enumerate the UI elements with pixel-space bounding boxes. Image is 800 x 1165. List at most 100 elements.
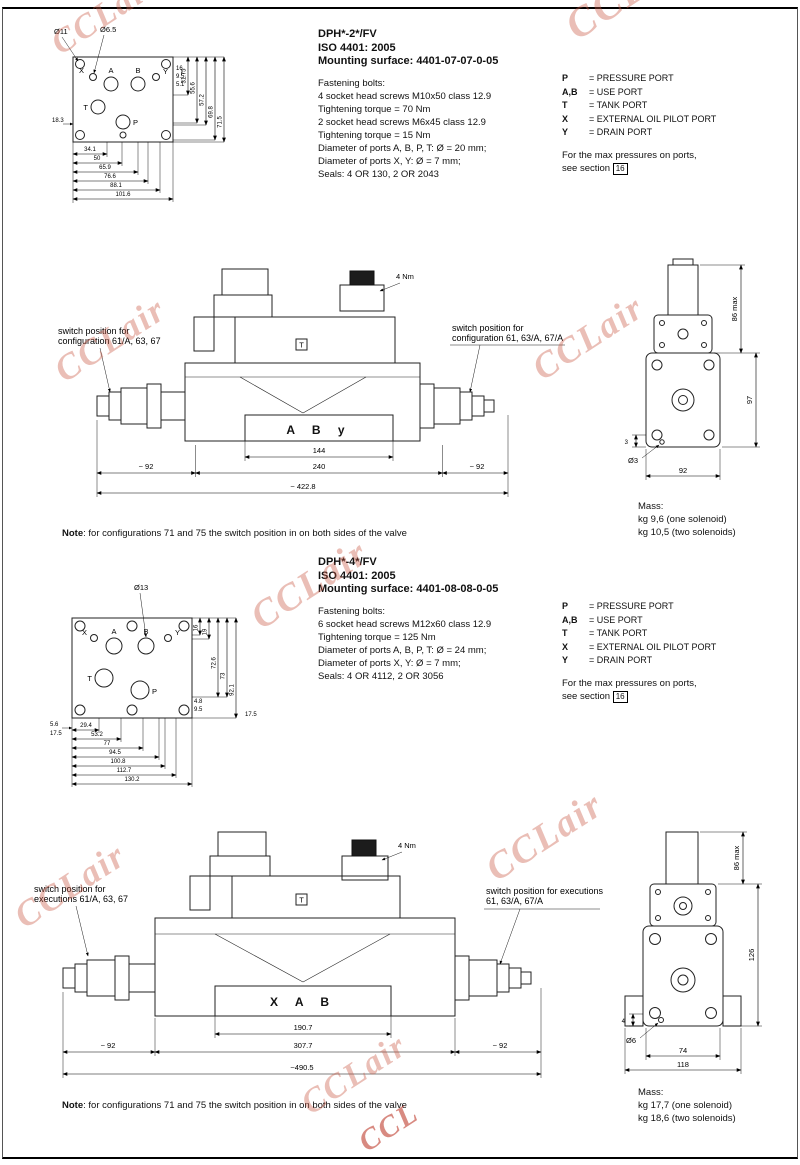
port-key: Y — [562, 655, 569, 665]
legend-row: A,B= USE PORT — [562, 614, 792, 628]
mass-one-solenoid: kg 17,7 (one solenoid) — [638, 1100, 733, 1111]
dim-label: 55.6 — [191, 82, 197, 94]
dim-label: 9.5 — [194, 707, 203, 713]
front-view — [96, 268, 495, 442]
port-key: P — [562, 73, 569, 83]
dim-label: ~ 422.8 — [290, 482, 315, 491]
valve-title: DPH*-2*/FV — [318, 28, 377, 40]
dph4-header: DPH*-4*/FV ISO 4401: 2005 Mounting surfa… — [318, 556, 556, 683]
dim-label: 4 — [622, 1019, 626, 1025]
dim-label: 17.5 — [245, 712, 257, 718]
dim-label: 94.5 — [109, 750, 121, 756]
port-key: T — [562, 100, 568, 110]
spec-line: 4 socket head screws M10x50 class 12.9 — [318, 90, 492, 102]
port-label-b: B — [143, 627, 148, 636]
mass-two-solenoids: kg 18,6 (two solenoids) — [638, 1113, 736, 1124]
legend-row: X= EXTERNAL OIL PILOT PORT — [562, 113, 792, 127]
note-label: Note — [62, 528, 84, 539]
legend-row: X = EXTERNAL OIL PILOT PORT — [562, 641, 792, 655]
mass-info: Mass: kg 17,7 (one solenoid) kg 18,6 (tw… — [638, 1086, 736, 1125]
section-ref-box: 16 — [612, 162, 628, 175]
dim-label: ~490.5 — [290, 1063, 313, 1072]
switch-position-label: switch position for — [58, 326, 130, 336]
page-border — [2, 7, 798, 1159]
spec-line: 2 socket head screws M6x45 class 12.9 — [318, 116, 486, 128]
dim-label: 34.1 — [84, 147, 96, 153]
max-pressure-note: For the max pressures on ports, see sect… — [562, 677, 792, 703]
max-pressure-line1: For the max pressures on ports, — [562, 149, 697, 161]
port-label-y: Y — [175, 628, 180, 637]
dim-label: 307.7 — [294, 1041, 313, 1050]
body-port-marking: A B y — [286, 423, 351, 437]
dim-label: 240 — [313, 462, 326, 471]
torque-label: 4 Nm — [398, 841, 416, 850]
iso-standard: ISO 4401: 2005 — [318, 569, 396, 582]
port-desc: = EXTERNAL OIL PILOT PORT — [589, 641, 717, 652]
spec-line: Fastening bolts: — [318, 605, 386, 617]
dim-label: 65.9 — [99, 165, 111, 171]
port-key: X — [562, 641, 569, 652]
legend-row: P= PRESSURE PORT — [562, 72, 792, 86]
dim-label: 72.6 — [212, 657, 218, 669]
mass-info: Mass: kg 9,6 (one solenoid) kg 10,5 (two… — [638, 500, 736, 539]
side-view — [645, 258, 721, 448]
max-pressure-line2: see section — [562, 162, 611, 174]
dim-label: 92.1 — [230, 684, 236, 696]
dim-label: ~ 92 — [493, 1041, 508, 1050]
dim-label: 126 — [747, 949, 756, 962]
spec-line: Diameter of ports A, B, P, T: Ø = 20 mm; — [318, 142, 487, 154]
plate-outline — [72, 56, 174, 143]
dim-label: 190.7 — [294, 1023, 313, 1032]
side-view-dimensions — [624, 831, 762, 1074]
torque-label: 4 Nm — [396, 272, 414, 281]
port-label-x: X — [82, 628, 87, 637]
dim-label: 92 — [679, 466, 687, 475]
legend-row: T= TANK PORT — [562, 627, 792, 641]
dim-label: 5.1 — [176, 82, 185, 88]
spec-line: Tightening torque = 15 Nm — [318, 129, 431, 141]
front-view — [62, 831, 532, 1017]
port-label-a: A — [108, 66, 113, 75]
dim-label: 4.8 — [194, 699, 203, 705]
legend-row: P= PRESSURE PORT — [562, 600, 792, 614]
front-view-dimensions — [62, 988, 542, 1078]
max-pressure-line1: For the max pressures on ports, — [562, 677, 697, 689]
side-view-dimensions — [632, 264, 760, 480]
legend-row: Y= DRAIN PORT — [562, 654, 792, 668]
dim-label: 17.5 — [50, 731, 62, 737]
t-port-label: T — [299, 896, 304, 905]
switch-position-label: 61, 63/A, 67/A — [486, 896, 543, 906]
legend-row: Y = DRAIN PORT — [562, 126, 792, 140]
note-label: Note — [62, 1100, 84, 1111]
bottom-dimension-chain — [72, 142, 174, 203]
dim-label: 31.75 — [182, 68, 188, 84]
switch-position-label: switch position for executions — [486, 886, 604, 896]
mounting-surface: Mounting surface: 4401-07-07-0-05 — [318, 55, 499, 67]
dim-label: Ø6.5 — [100, 25, 116, 34]
spec-line: Seals: 4 OR 4112, 2 OR 3056 — [318, 670, 444, 682]
dim-label: 16 — [194, 624, 200, 631]
note: Note: for configurations 71 and 75 the s… — [62, 1100, 407, 1111]
spec-line: Fastening bolts: — [318, 77, 386, 89]
port-desc: = DRAIN PORT — [589, 127, 653, 137]
dim-label: 144 — [313, 446, 326, 455]
spec-line: Tightening torque = 70 Nm — [318, 103, 431, 115]
note-text: : for configurations 71 and 75 the switc… — [83, 1100, 407, 1111]
port-key: X — [562, 113, 569, 124]
ports-legend: P= PRESSURE PORT A,B= USE PORT T= TANK P… — [562, 72, 792, 175]
section-ref-box: 16 — [612, 690, 628, 703]
mass-label: Mass: — [638, 501, 664, 512]
spec-line: Seals: 4 OR 130, 2 OR 2043 — [318, 168, 439, 180]
port-label-p: P — [133, 118, 138, 127]
switch-position-label: configuration 61/A, 63, 67 — [58, 336, 161, 346]
dph4-mounting-surface-drawing: X A B Y T P Ø13 16 19 72.6 73 92.1 4.8 9… — [50, 583, 257, 787]
dim-label: Ø11 — [54, 27, 68, 36]
port-label-t: T — [87, 674, 92, 683]
switch-position-label: switch position for — [452, 323, 524, 333]
switch-position-label: switch position for — [34, 884, 106, 894]
dim-label: 53.2 — [91, 732, 103, 738]
dim-label: 76.6 — [104, 174, 116, 180]
port-key: A,B — [562, 86, 578, 97]
port-label-b: B — [135, 66, 140, 75]
port-key: Y — [562, 127, 569, 137]
